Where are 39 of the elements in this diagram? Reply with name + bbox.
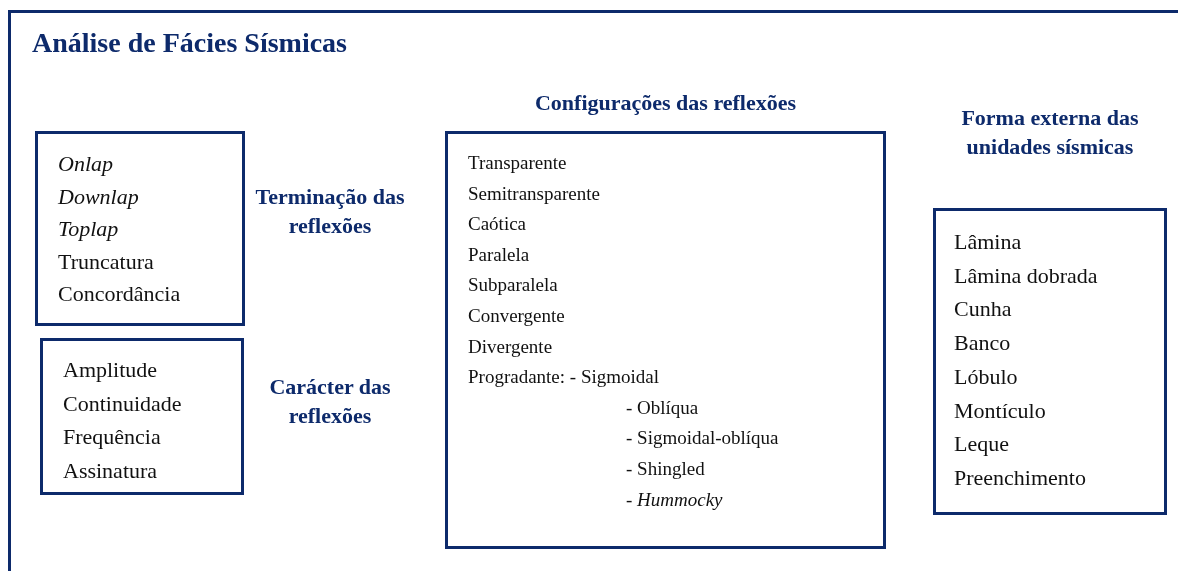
- list-item: Toplap: [58, 215, 120, 243]
- list-item: Progradante: - Sigmoidal: [468, 365, 661, 390]
- list-item: Preenchimento: [954, 463, 1087, 492]
- list-item: Caótica: [468, 212, 528, 237]
- list-item: Semitransparente: [468, 181, 601, 206]
- list-item: Frequência: [63, 423, 162, 451]
- list-item: - Hummocky: [625, 487, 724, 512]
- list-box: [445, 131, 886, 549]
- list-item: Concordância: [58, 280, 182, 308]
- section-heading: Terminação das reflexões: [254, 183, 406, 240]
- list-item: Banco: [954, 329, 1012, 358]
- list-item: Transparente: [468, 151, 568, 175]
- list-item: Assinatura: [63, 456, 159, 485]
- section-heading: Carácter das reflexões: [268, 373, 392, 430]
- section-heading: Forma externa das unidades sísmicas: [960, 104, 1140, 161]
- list-item: Divergente: [468, 334, 554, 359]
- list-box: [933, 208, 1167, 515]
- list-item: Subparalela: [468, 273, 559, 298]
- list-box: [40, 338, 244, 495]
- list-item: - Sigmoidal-oblíqua: [625, 426, 780, 451]
- list-item: Lóbulo: [954, 362, 1019, 391]
- list-item: Amplitude: [63, 356, 159, 384]
- list-item: Montículo: [954, 396, 1047, 425]
- list-item: Paralela: [468, 242, 531, 267]
- list-item: - Oblíqua: [625, 395, 700, 420]
- frame: [8, 10, 1178, 571]
- list-item: Onlap: [58, 150, 114, 178]
- list-item: - Shingled: [625, 456, 706, 481]
- list-item: Continuidade: [63, 389, 183, 418]
- section-heading: Configurações das reflexões: [533, 89, 798, 117]
- list-item: Leque: [954, 430, 1010, 459]
- list-item: Truncatura: [58, 247, 155, 276]
- list-item: Lâmina: [954, 228, 1023, 256]
- list-item: Convergente: [468, 303, 566, 328]
- title: Análise de Fácies Sísmicas: [32, 27, 347, 59]
- list-item: Lâmina dobrada: [954, 261, 1099, 290]
- list-item: Downlap: [58, 182, 140, 211]
- list-item: Cunha: [954, 295, 1013, 324]
- list-box: [35, 131, 245, 326]
